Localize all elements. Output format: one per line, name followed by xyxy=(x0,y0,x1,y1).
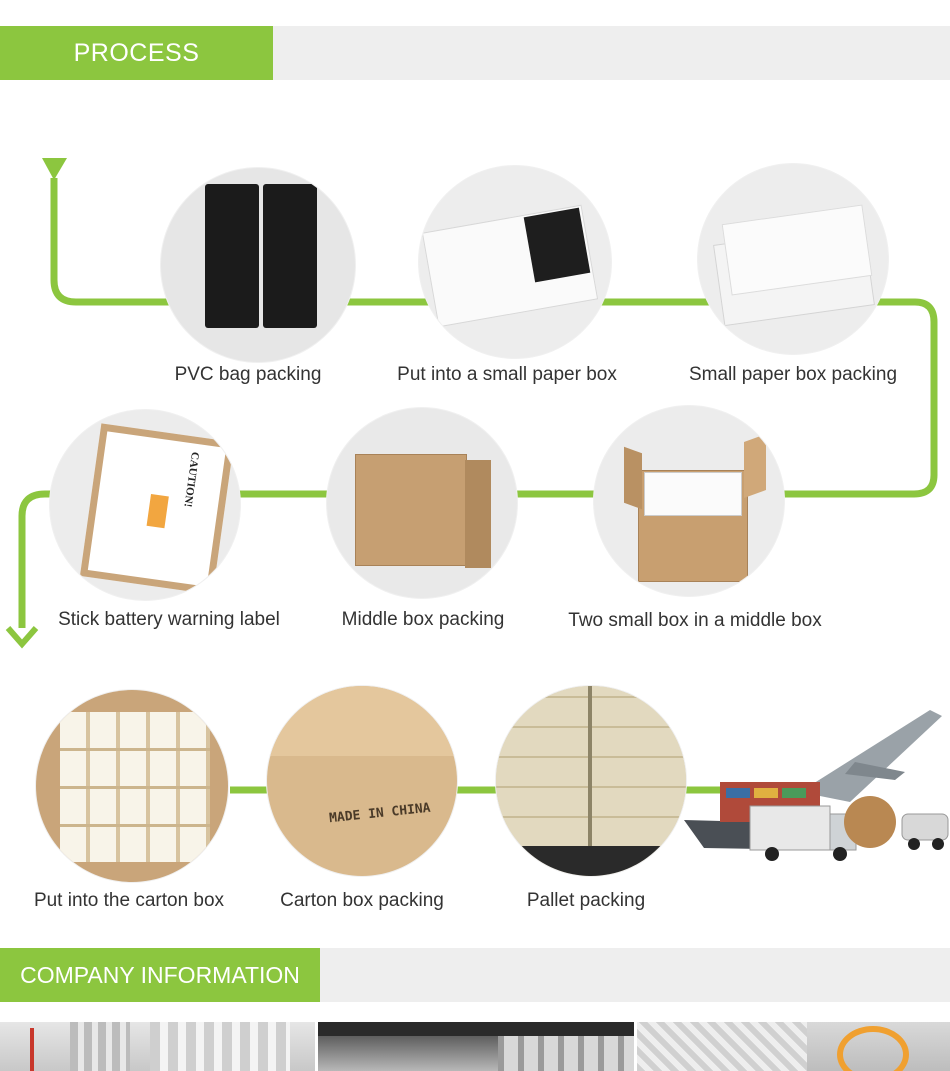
company-office-photo xyxy=(318,1022,634,1071)
warning-label-photo: CAUTION! xyxy=(50,410,240,600)
step-label-pvc-bag: PVC bag packing xyxy=(174,364,322,385)
box-flap-left xyxy=(624,446,642,510)
carton-print: MADE IN CHINA xyxy=(328,800,432,827)
step-label-carton-packing: Carton box packing xyxy=(280,890,444,911)
kraft-box-side xyxy=(465,460,491,568)
carton-box-photo xyxy=(36,690,228,882)
step-label-pallet: Pallet packing xyxy=(526,890,646,911)
kraft-box-front xyxy=(355,454,467,566)
pallet-photo xyxy=(496,686,686,876)
company-workshop-photo xyxy=(637,1022,950,1071)
logistics-collage xyxy=(680,702,950,872)
warning-hazard-mark xyxy=(146,494,169,529)
step-label-two-boxes: Two small box in a middle box xyxy=(568,610,822,631)
warning-label-title: CAUTION! xyxy=(181,451,202,508)
carton-packing-photo: MADE IN CHINA xyxy=(267,686,457,876)
step-label-small-paper-box: Put into a small paper box xyxy=(397,364,617,385)
middle-box-photo xyxy=(327,408,517,598)
truck-icon xyxy=(749,805,831,851)
pallet-strap-left xyxy=(588,686,592,876)
company-building-photo xyxy=(0,1022,315,1071)
battery-in-box xyxy=(523,207,591,283)
carton-grid xyxy=(60,712,210,862)
small-paper-box-photo xyxy=(419,166,611,358)
inner-white-boxes xyxy=(644,472,742,516)
plane-icon xyxy=(800,710,942,802)
globe-icon xyxy=(844,796,896,848)
flow-down-arrow xyxy=(5,626,39,649)
pallet-base xyxy=(496,846,686,876)
step-label-small-box-packing: Small paper box packing xyxy=(688,364,898,385)
flow-start-arrow xyxy=(42,158,67,180)
step-label-middle-box: Middle box packing xyxy=(341,609,505,630)
process-section-title: PROCESS xyxy=(0,26,273,80)
step-label-carton-box: Put into the carton box xyxy=(33,890,225,911)
pvc-bag-right xyxy=(263,184,317,328)
car-icon xyxy=(901,813,949,841)
small-box-packing-photo xyxy=(698,164,888,354)
two-boxes-photo xyxy=(594,406,784,596)
logistics-illustration xyxy=(684,710,949,861)
box-flap-right xyxy=(744,433,766,499)
company-section-title: COMPANY INFORMATION xyxy=(0,948,320,1002)
carton-top-face xyxy=(267,686,457,756)
pvc-bag-photo xyxy=(161,168,355,362)
pvc-bag-left xyxy=(205,184,259,328)
labeled-box: CAUTION! xyxy=(79,423,235,595)
step-label-warning-label: Stick battery warning label xyxy=(58,609,280,630)
